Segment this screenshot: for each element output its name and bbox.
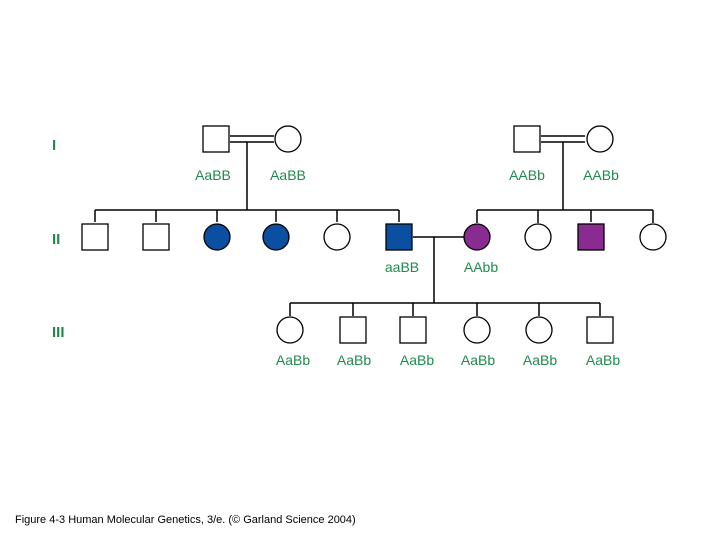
male-unaffected-square [142, 223, 170, 251]
genotype-label: AABb [583, 167, 619, 183]
female-unaffected-circle [639, 223, 667, 251]
genotype-label: AaBb [461, 352, 495, 368]
genotype-label: AAbb [464, 259, 498, 275]
figure-caption: Figure 4-3 Human Molecular Genetics, 3/e… [15, 514, 356, 526]
genotype-label: AaBb [276, 352, 310, 368]
male-unaffected-square [513, 125, 541, 153]
generation-label-3: III [52, 324, 65, 341]
genotype-label: AABb [509, 167, 545, 183]
female-unaffected-circle [586, 125, 614, 153]
genotype-label: AaBb [586, 352, 620, 368]
genotype-label: AaBB [195, 167, 231, 183]
female-affected-circle [203, 223, 231, 251]
male-unaffected-square [202, 125, 230, 153]
generation-label-1: I [52, 137, 56, 154]
male-unaffected-square [399, 316, 427, 344]
pedigree-lines [94, 135, 654, 316]
female-unaffected-circle [524, 223, 552, 251]
female-unaffected-circle [463, 316, 491, 344]
male-unaffected-square [586, 316, 614, 344]
genotype-label: AaBb [523, 352, 557, 368]
female-unaffected-circle [525, 316, 553, 344]
male-affected-square [577, 223, 605, 251]
female-unaffected-circle [323, 223, 351, 251]
female-affected-circle [262, 223, 290, 251]
female-unaffected-circle [276, 316, 304, 344]
generation-label-2: II [52, 231, 60, 248]
pedigree-individuals [81, 125, 667, 344]
male-unaffected-square [339, 316, 367, 344]
genotype-label: AaBb [400, 352, 434, 368]
male-unaffected-square [81, 223, 109, 251]
female-affected-circle [463, 223, 491, 251]
genotype-label: AaBb [337, 352, 371, 368]
male-affected-square [385, 223, 413, 251]
genotype-label: AaBB [270, 167, 306, 183]
genotype-label: aaBB [385, 259, 419, 275]
female-unaffected-circle [274, 125, 302, 153]
